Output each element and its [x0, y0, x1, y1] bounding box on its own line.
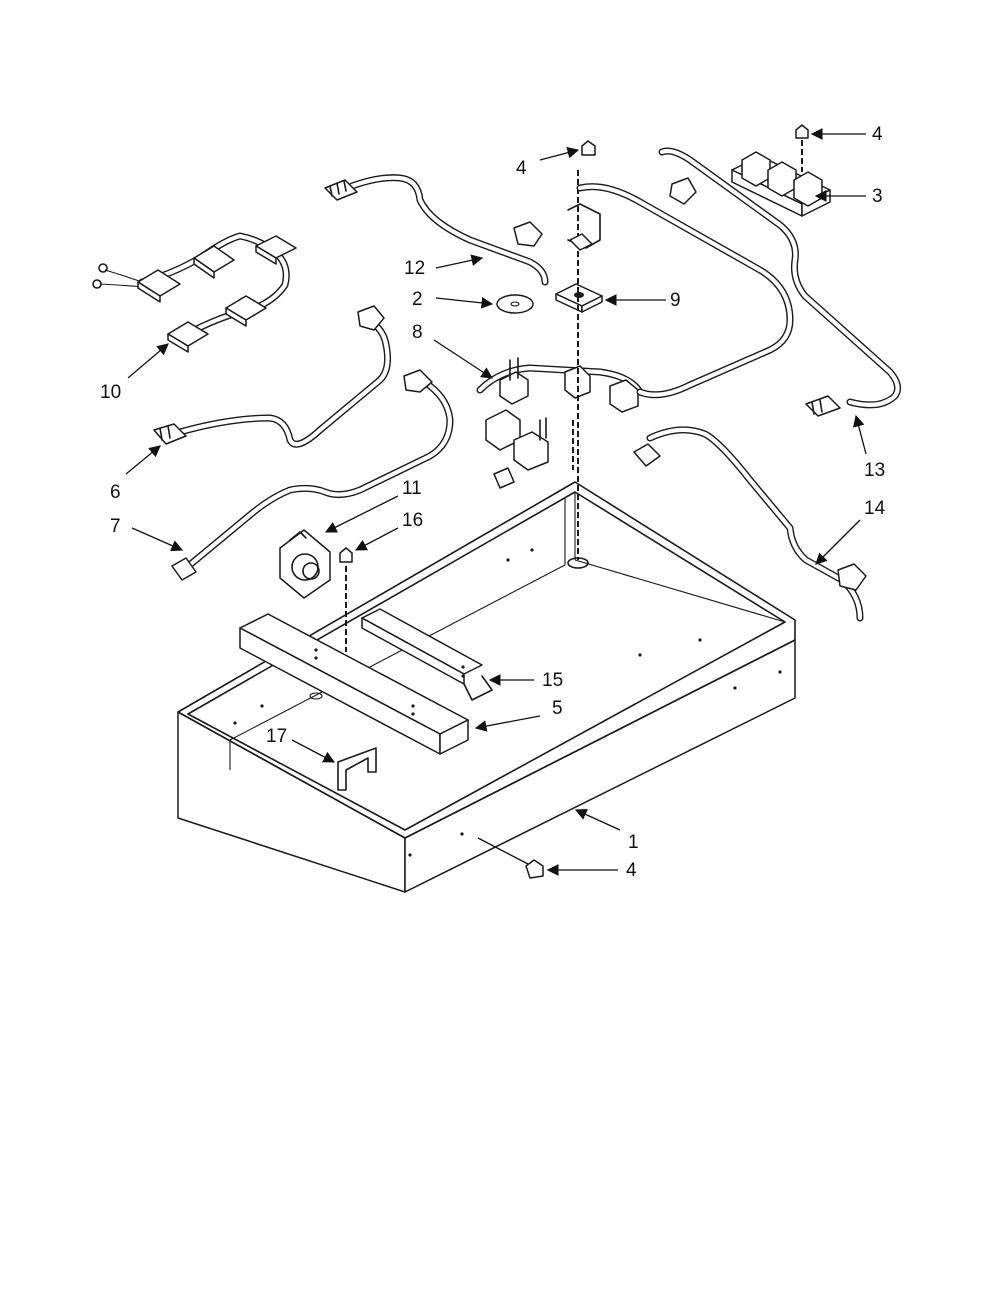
callout-11: 11: [402, 478, 422, 499]
washer-2: [496, 294, 534, 314]
callout-4-bottom: 4: [626, 860, 637, 881]
callout-5: 5: [552, 698, 563, 719]
callout-7: 7: [110, 516, 121, 537]
igniter-wire-harness: [92, 232, 297, 353]
callout-13: 14: [864, 498, 886, 519]
screw-4-top-center: [581, 140, 596, 156]
pressure-regulator: [279, 529, 331, 599]
gas-tube-7: [171, 369, 454, 581]
base-pan: [177, 481, 796, 893]
screw-16: [339, 547, 353, 652]
callout-labels: 4 4 3 12 2 9 8 10 13 6 11 14 16 7 15 5 1…: [100, 124, 886, 881]
screw-4-bottom: [525, 859, 544, 879]
valve-manifold: [476, 357, 644, 489]
screw-4-top-right: [795, 124, 809, 172]
callout-17: 17: [266, 726, 287, 747]
callout-4-top-center: 4: [516, 158, 527, 179]
callout-10: 10: [100, 382, 121, 403]
upper-bracket: [567, 203, 601, 251]
callout-1: 1: [628, 832, 639, 853]
leader-lines: [125, 128, 867, 876]
callout-8: 8: [412, 322, 423, 343]
gas-tube-13: [633, 426, 867, 622]
callout-16: 16: [402, 510, 423, 531]
bracket-17: [337, 747, 377, 791]
gas-tube-12: [324, 174, 549, 286]
plate-9: [555, 283, 603, 313]
callout-6: 6: [110, 482, 121, 503]
callout-2: 2: [412, 289, 423, 310]
gas-tube-6: [153, 305, 392, 448]
callout-15: 15: [542, 670, 563, 691]
callout-4-top-right: 4: [872, 124, 883, 145]
callout-3: 3: [872, 186, 883, 207]
igniter-switch-module: [731, 151, 831, 217]
bracket-15: [361, 608, 493, 701]
callout-12: 12: [404, 258, 425, 279]
gas-tube-14: [576, 147, 902, 417]
cross-brace: [239, 613, 469, 755]
callout-14: 13: [864, 460, 885, 481]
callout-9: 9: [670, 290, 681, 311]
